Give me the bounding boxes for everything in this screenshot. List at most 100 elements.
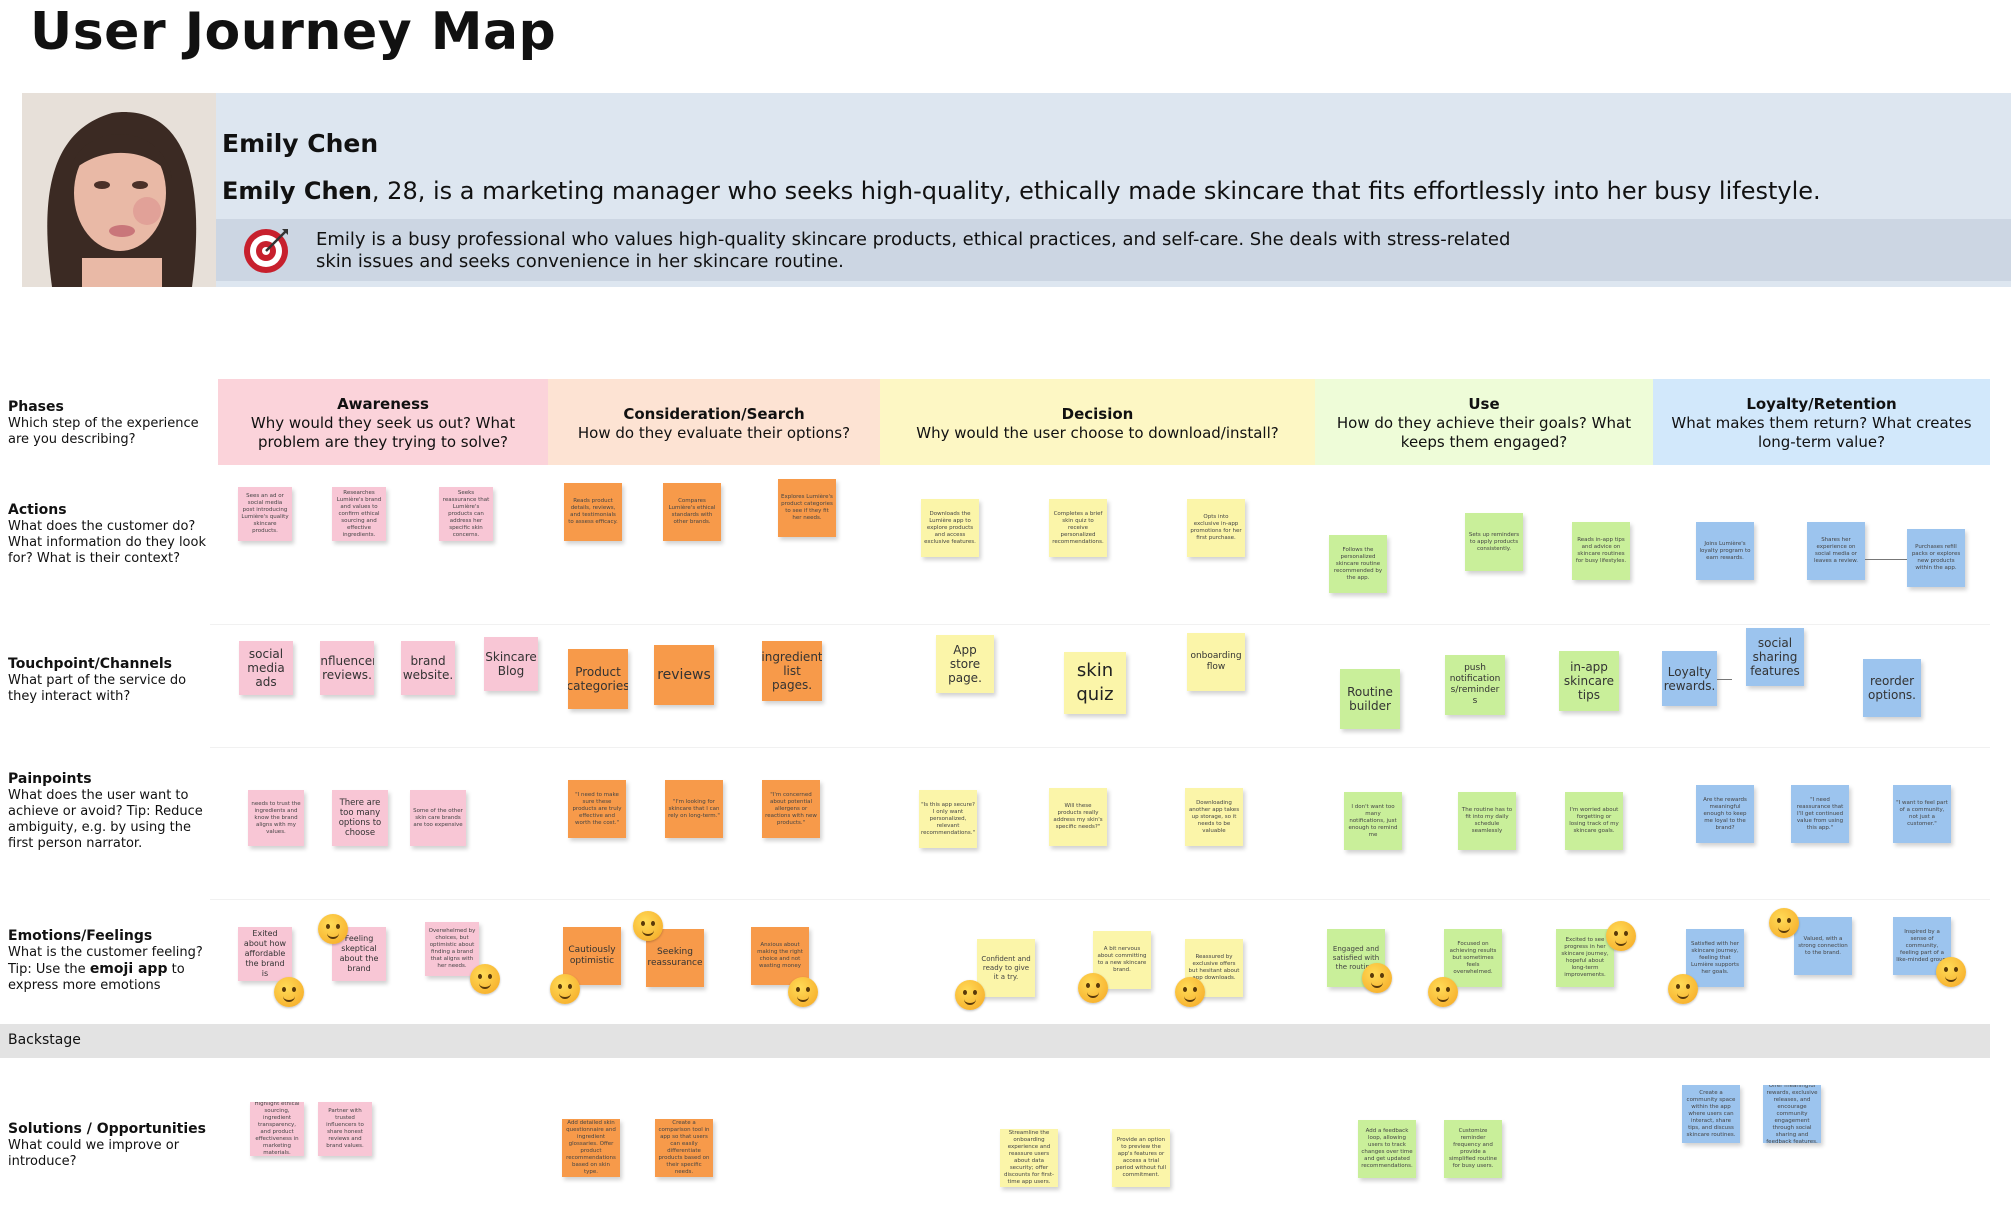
sticky-note-painpoint[interactable]: "I want to feel part of a community, not…	[1893, 785, 1951, 843]
backstage-bar: Backstage	[0, 1024, 1990, 1058]
sticky-note-solution[interactable]: Offer meaningful rewards, exclusive rele…	[1763, 1085, 1821, 1143]
sticky-note-action[interactable]: Follows the personalized skincare routin…	[1329, 535, 1387, 593]
sticky-note-solution[interactable]: Add detailed skin questionnaire and ingr…	[562, 1119, 620, 1177]
sticky-note-solution[interactable]: Streamline the onboarding experience and…	[1000, 1129, 1058, 1187]
sticky-note-action[interactable]: Completes a brief skin quiz to receive p…	[1049, 499, 1107, 557]
sticky-note-touchpoint[interactable]: Skincare Blog	[484, 637, 538, 691]
row-divider	[210, 899, 1990, 900]
sticky-note-touchpoint[interactable]: Product categories	[568, 649, 628, 709]
persona-summary: Emily Chen, 28, is a marketing manager w…	[222, 177, 1821, 205]
sticky-note-solution[interactable]: Add a feedback loop, allowing users to t…	[1358, 1120, 1416, 1178]
sticky-note-emotion[interactable]: A bit nervous about committing to a new …	[1093, 931, 1151, 989]
sticky-note-painpoint[interactable]: Downloading another app takes up storage…	[1185, 788, 1243, 846]
sticky-note-painpoint[interactable]: "I need reassurance that I'll get contin…	[1791, 785, 1849, 843]
worried-emoji-icon	[1078, 973, 1108, 1003]
sticky-note-painpoint[interactable]: I don't want too many notifications, jus…	[1344, 792, 1402, 850]
laugh-emoji-icon	[1606, 921, 1636, 951]
sticky-note-action[interactable]: Sees an ad or social media post introduc…	[238, 487, 292, 541]
sticky-note-painpoint[interactable]: Some of the other skin care brands are t…	[410, 790, 466, 846]
sticky-note-touchpoint[interactable]: brand website.	[401, 641, 455, 695]
frown-emoji-icon	[318, 914, 348, 944]
sticky-note-painpoint[interactable]: "I'm concerned about potential allergens…	[762, 780, 820, 838]
worried-emoji-icon	[470, 964, 500, 994]
sticky-note-action[interactable]: Seeks reassurance that Lumière's product…	[439, 487, 493, 541]
sticky-note-emotion[interactable]: Excited to see progress in her skincare …	[1556, 929, 1614, 987]
worried-emoji-icon	[1428, 977, 1458, 1007]
smile-emoji-icon	[1668, 974, 1698, 1004]
sticky-note-action[interactable]: Sets up reminders to apply products cons…	[1465, 513, 1523, 571]
smile-emoji-icon	[1175, 977, 1205, 1007]
sticky-note-solution[interactable]: Highlight ethical sourcing, ingredient t…	[250, 1102, 304, 1156]
sticky-note-touchpoint[interactable]: reorder options.	[1863, 659, 1921, 717]
sticky-note-action[interactable]: Reads product details, reviews, and test…	[564, 483, 622, 541]
sticky-note-action[interactable]: Downloads the Lumière app to explore pro…	[921, 499, 979, 557]
sticky-note-emotion[interactable]: Anxious about making the right choice an…	[751, 927, 809, 985]
sticky-note-touchpoint[interactable]: social media ads	[239, 641, 293, 695]
sticky-note-emotion[interactable]: Confident and ready to give it a try.	[977, 939, 1035, 997]
sticky-note-emotion[interactable]: Overwhelmed by choices, but optimistic a…	[425, 922, 479, 976]
sticky-note-touchpoint[interactable]: reviews	[654, 645, 714, 705]
backstage-label: Backstage	[8, 1032, 81, 1048]
sticky-note-action[interactable]: Explores Lumière's product categories to…	[778, 479, 836, 537]
persona-avatar	[22, 93, 216, 287]
sticky-note-emotion[interactable]: Focused on achieving results but sometim…	[1444, 929, 1502, 987]
sticky-note-touchpoint[interactable]: onboarding flow	[1187, 633, 1245, 691]
sticky-note-action[interactable]: Reads in-app tips and advice on skincare…	[1572, 522, 1630, 580]
sticky-note-painpoint[interactable]: There are too many options to choose	[332, 790, 388, 846]
sticky-note-emotion[interactable]: Exited about how affordable the brand is	[238, 927, 292, 981]
sticky-note-action[interactable]: Opts into exclusive in-app promotions fo…	[1187, 499, 1245, 557]
sticky-note-painpoint[interactable]: The routine has to fit into my daily sch…	[1458, 792, 1516, 850]
sticky-note-touchpoint[interactable]: in-app skincare tips	[1559, 651, 1619, 711]
sticky-note-solution[interactable]: Partner with trusted influencers to shar…	[318, 1102, 372, 1156]
sticky-note-painpoint[interactable]: "I need to make sure these products are …	[568, 780, 626, 838]
smile-emoji-icon	[1362, 963, 1392, 993]
sticky-note-touchpoint[interactable]: Loyalty rewards.	[1662, 651, 1717, 706]
sticky-note-emotion[interactable]: Valued, with a strong connection to the …	[1794, 917, 1852, 975]
sticky-note-touchpoint[interactable]: Routine builder	[1340, 669, 1400, 729]
sticky-note-painpoint[interactable]: "Is this app secure? I only want persona…	[919, 790, 977, 848]
sticky-note-touchpoint[interactable]: influencer reviews.	[320, 641, 374, 695]
sunglasses-emoji-icon	[1936, 957, 1966, 987]
sticky-note-painpoint[interactable]: Are the rewards meaningful enough to kee…	[1696, 785, 1754, 843]
sticky-note-action[interactable]: Shares her experience on social media or…	[1807, 522, 1865, 580]
worried-emoji-icon	[633, 911, 663, 941]
connector-line	[1717, 679, 1732, 680]
connector-line	[1865, 559, 1907, 560]
sticky-note-action[interactable]: Compares Lumière's ethical standards wit…	[663, 483, 721, 541]
sticky-note-action[interactable]: Purchases refill packs or explores new p…	[1907, 529, 1965, 587]
sticky-note-solution[interactable]: Customize reminder frequency and provide…	[1444, 1120, 1502, 1178]
persona-name: Emily Chen	[222, 129, 379, 158]
sticky-note-touchpoint[interactable]: social sharing features	[1746, 628, 1804, 686]
sticky-note-touchpoint[interactable]: push notification s/reminder s	[1445, 655, 1505, 715]
persona-card: Emily Chen Emily Chen, 28, is a marketin…	[22, 93, 2011, 287]
sticky-note-emotion[interactable]: Satisfied with her skincare journey, fee…	[1686, 929, 1744, 987]
sticky-note-emotion[interactable]: Inspired by a sense of community, feelin…	[1893, 917, 1951, 975]
sticky-note-touchpoint[interactable]: App store page.	[936, 635, 994, 693]
smile-emoji-icon	[274, 977, 304, 1007]
sticky-note-action[interactable]: Joins Lumière's loyalty program to earn …	[1696, 522, 1754, 580]
sticky-note-solution[interactable]: Provide an option to preview the app's f…	[1112, 1129, 1170, 1187]
sticky-note-touchpoint[interactable]: ingredient list pages.	[762, 641, 822, 701]
heart-eyes-emoji-icon	[1769, 908, 1799, 938]
sticky-note-emotion[interactable]: Engaged and satisfied with the routine.	[1327, 929, 1385, 987]
sticky-note-painpoint[interactable]: I'm worried about forgetting or losing t…	[1565, 792, 1623, 850]
sticky-note-solution[interactable]: Create a comparison tool in app so that …	[655, 1119, 713, 1177]
sticky-note-touchpoint[interactable]: skin quiz	[1064, 652, 1126, 714]
sticky-note-painpoint[interactable]: Will these products really address my sk…	[1049, 788, 1107, 846]
row-divider	[210, 624, 1990, 625]
sticky-note-action[interactable]: Researches Lumière's brand and values to…	[332, 487, 386, 541]
persona-goal-bar: Emily is a busy professional who values …	[216, 219, 2011, 281]
sticky-note-painpoint[interactable]: needs to trust the ingredients and know …	[248, 790, 304, 846]
sticky-note-solution[interactable]: Create a community space within the app …	[1682, 1085, 1740, 1143]
sticky-note-painpoint[interactable]: "I'm looking for skincare that I can rel…	[665, 780, 723, 838]
